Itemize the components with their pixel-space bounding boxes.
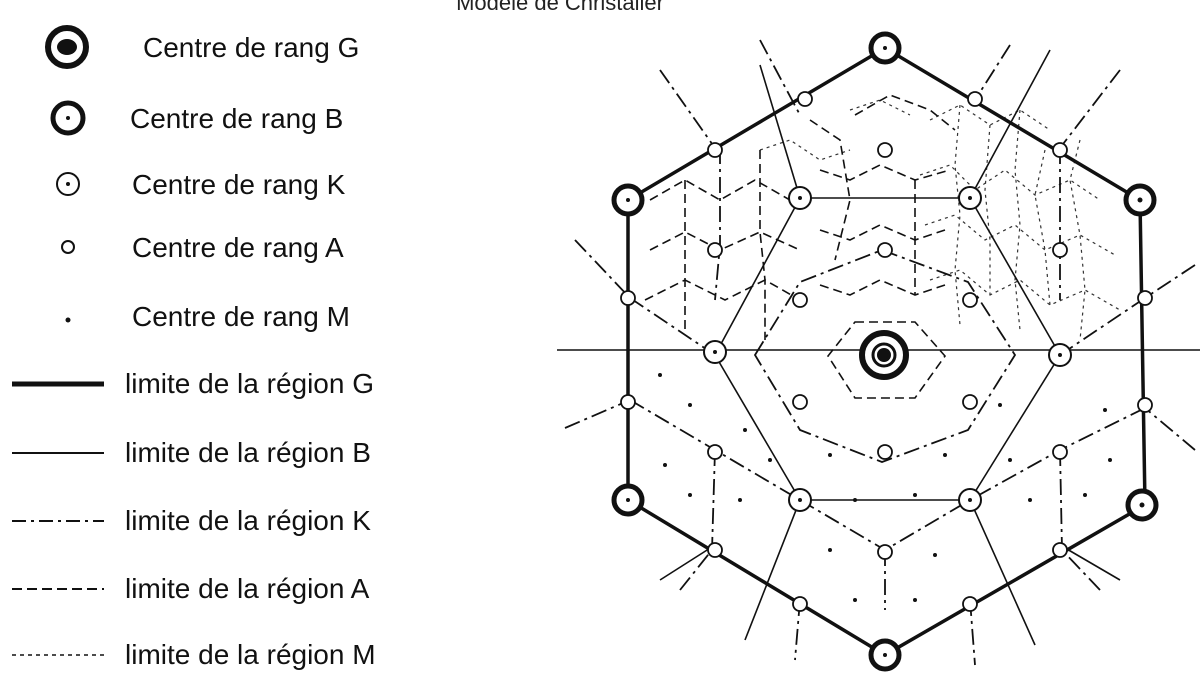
rank-K-centers <box>703 186 1072 512</box>
hexagon-K-ring <box>753 249 1017 463</box>
center-rank-G-icon <box>45 25 89 69</box>
rank-M-centers <box>658 373 1112 602</box>
rank-B-centers <box>611 31 1159 672</box>
legend-label-boundary-G: limite de la région G <box>125 368 374 399</box>
rank-A-centers <box>620 91 1153 612</box>
center-rank-B-icon <box>50 100 86 136</box>
diagram-caption: Modèle de Christaller <box>456 0 664 15</box>
center-rank-K-icon <box>56 172 80 196</box>
rank-G-center <box>859 330 909 380</box>
legend-label-center-M: Centre de rang M <box>132 301 350 332</box>
legend-label-boundary-A: limite de la région A <box>125 573 370 604</box>
center-rank-A-icon <box>61 240 75 254</box>
legend: Centre de rang G Centre de rang B Centre… <box>12 25 376 670</box>
region-M-boundaries <box>759 99 1121 341</box>
legend-label-center-B: Centre de rang B <box>130 103 343 134</box>
legend-label-boundary-B: limite de la région B <box>125 437 371 468</box>
legend-label-center-A: Centre de rang A <box>132 232 344 263</box>
center-rank-M-icon <box>65 317 71 323</box>
legend-label-boundary-M: limite de la région M <box>125 639 376 670</box>
legend-label-boundary-K: limite de la région K <box>125 505 371 536</box>
central-hexagon-A <box>827 321 947 399</box>
christaller-hexagon-diagram <box>557 31 1200 672</box>
legend-label-center-K: Centre de rang K <box>132 169 346 200</box>
legend-label-center-G: Centre de rang G <box>143 32 359 63</box>
